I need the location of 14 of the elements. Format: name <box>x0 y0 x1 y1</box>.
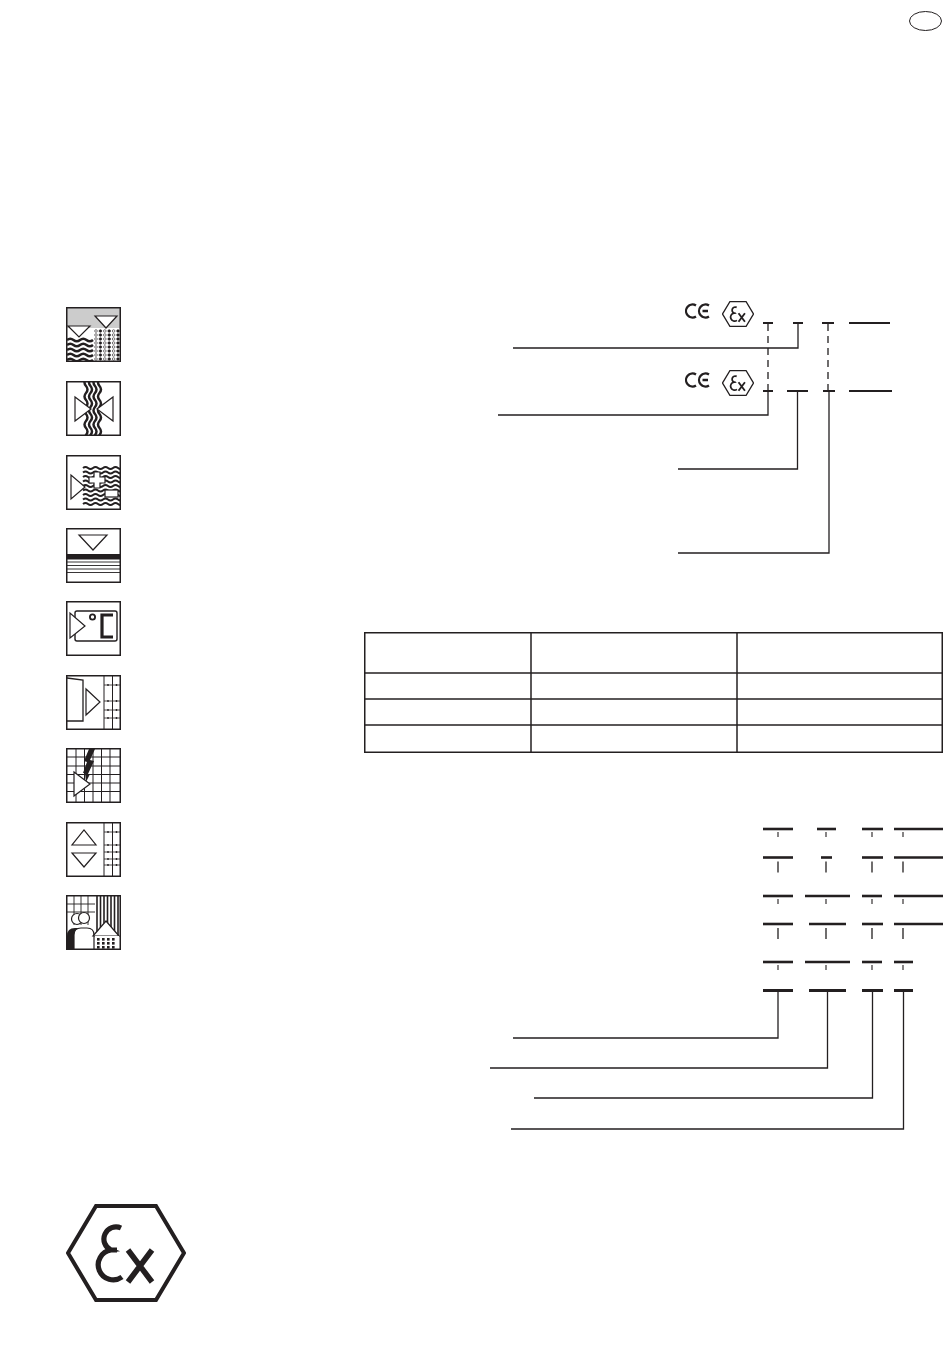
dashed-line <box>827 323 829 391</box>
leader-line <box>677 391 799 470</box>
code-segment <box>763 989 793 992</box>
leader-line <box>497 391 769 416</box>
leader-line <box>489 991 829 1069</box>
code-segment <box>809 989 846 992</box>
dashed-line <box>767 323 769 391</box>
leader-line <box>512 991 779 1039</box>
code-segment <box>862 989 883 992</box>
leader-line <box>533 991 874 1099</box>
leader-line <box>510 991 905 1130</box>
code-segment <box>894 989 913 992</box>
leader-line <box>677 391 830 554</box>
leader-line <box>512 323 799 349</box>
